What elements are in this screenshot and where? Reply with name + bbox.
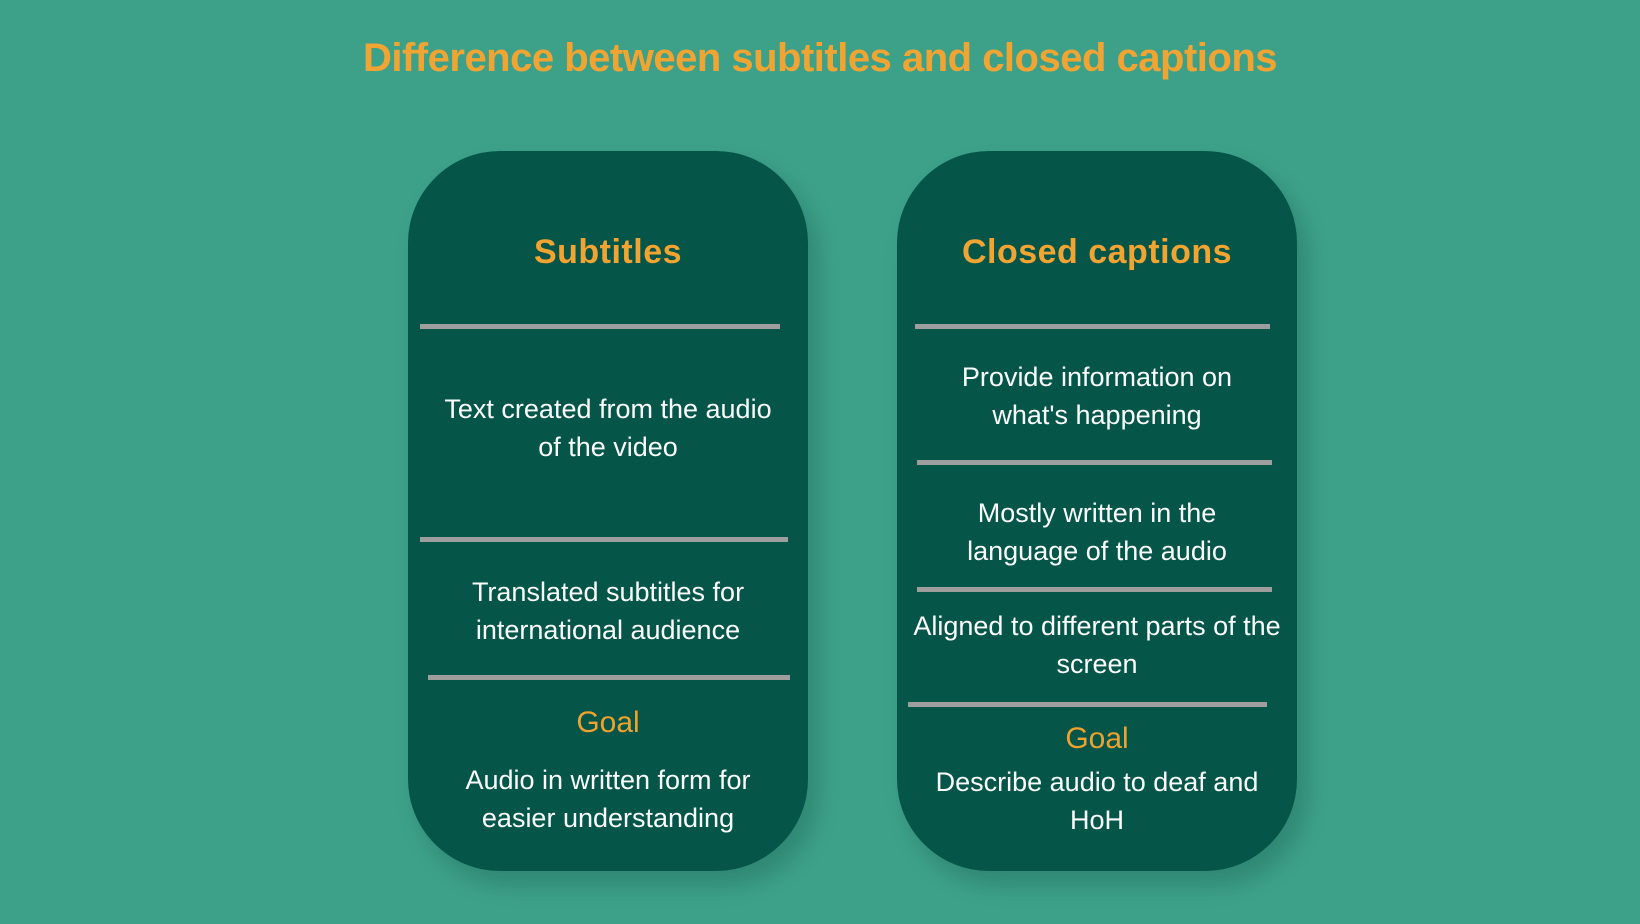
divider	[420, 537, 788, 542]
divider	[917, 460, 1272, 465]
subtitles-point-1: Text created from the audio of the video	[444, 394, 772, 462]
divider	[428, 675, 790, 680]
divider	[420, 324, 780, 329]
closed-captions-point-3: Aligned to different parts of the screen	[913, 611, 1281, 679]
closed-captions-point-2: Mostly written in the language of the au…	[967, 498, 1227, 566]
divider	[908, 702, 1267, 707]
subtitles-goal-text: Audio in written form for easier underst…	[465, 765, 751, 833]
page-title: Difference between subtitles and closed …	[362, 36, 1278, 80]
subtitles-goal-label: Goal	[576, 706, 640, 739]
closed-captions-point-1: Provide information on what's happening	[961, 362, 1233, 430]
subtitles-card-heading: Subtitles	[533, 233, 683, 271]
closed-captions-card-heading: Closed captions	[961, 233, 1233, 271]
closed-captions-goal-label: Goal	[1065, 722, 1129, 755]
subtitles-point-2: Translated subtitles for international a…	[471, 577, 745, 645]
subtitles-card: Subtitles Text created from the audio of…	[408, 151, 808, 871]
divider	[915, 324, 1270, 329]
closed-captions-goal-text: Describe audio to deaf and HoH	[935, 767, 1259, 835]
closed-captions-card: Closed captions Provide information on w…	[897, 151, 1297, 871]
divider	[917, 587, 1272, 592]
